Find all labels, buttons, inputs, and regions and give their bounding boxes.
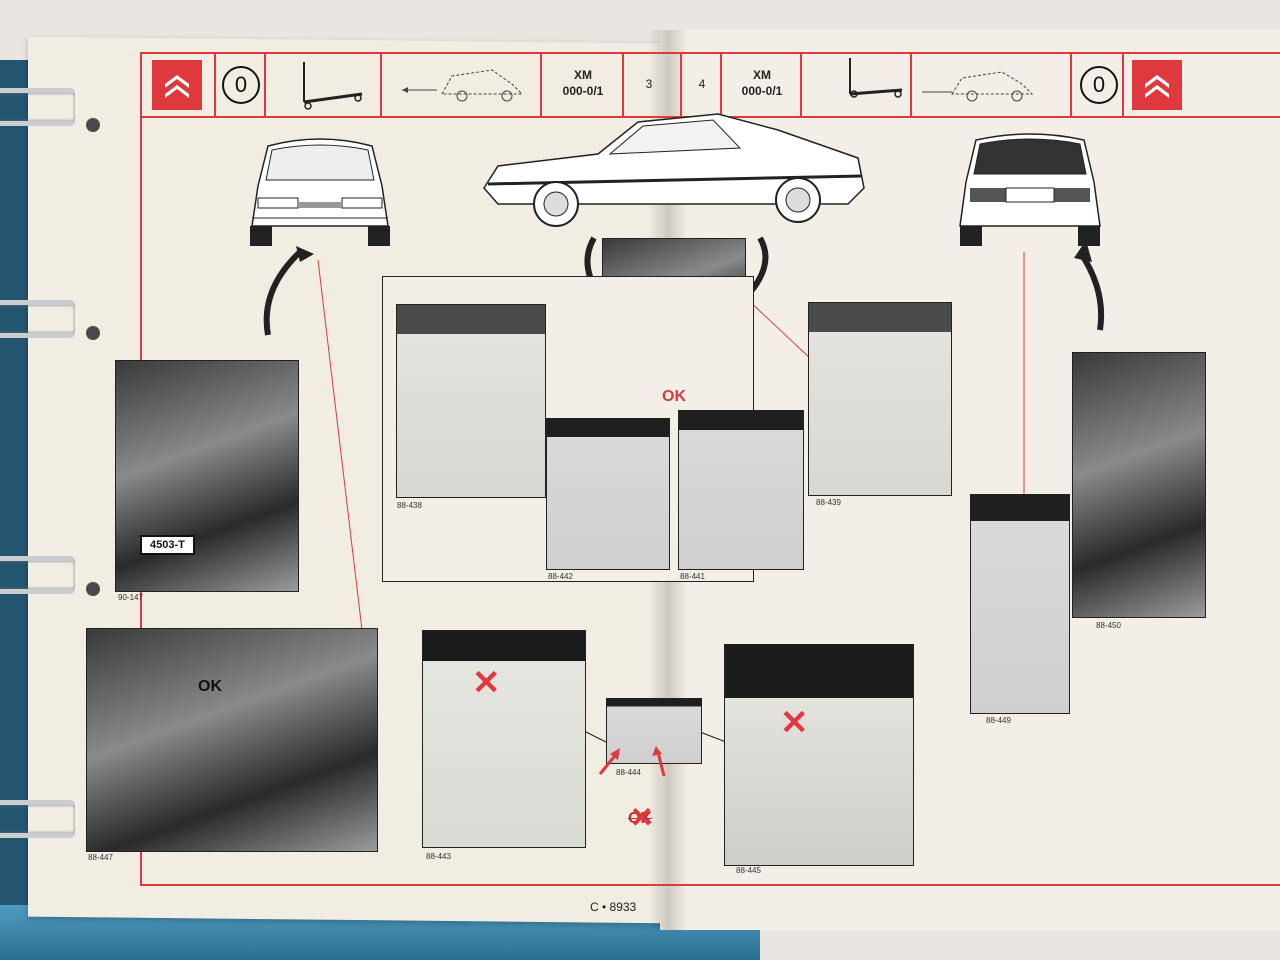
caption-88-441: 88-441 bbox=[680, 572, 705, 581]
car-rear-view-illustration bbox=[959, 133, 1101, 246]
citroen-logo-left-icon bbox=[152, 60, 202, 110]
punch-hole-2 bbox=[86, 326, 100, 340]
binder-ring-1 bbox=[0, 88, 75, 126]
header-page-right-cell: 4 bbox=[680, 54, 722, 116]
header-circle-right: 0 bbox=[1080, 66, 1118, 104]
footer-reference: C • 8933 bbox=[590, 900, 637, 914]
binder-ring-3 bbox=[0, 556, 75, 594]
binder-ring-2 bbox=[0, 300, 75, 338]
cross-mark-88-443: ✕ bbox=[472, 664, 501, 702]
photo-88-450 bbox=[1072, 352, 1206, 618]
cross-mark-ok-bottom: ✕ bbox=[630, 802, 654, 833]
caption-88-438: 88-438 bbox=[397, 501, 422, 510]
photo-88-441 bbox=[678, 410, 804, 570]
caption-88-442: 88-442 bbox=[548, 572, 573, 581]
header-logo-right-cell bbox=[1122, 54, 1190, 116]
header-model-left-cell: XM 000-0/1 bbox=[540, 54, 624, 116]
ok-label-left: OK bbox=[198, 678, 222, 695]
header-model-right-cell: XM 000-0/1 bbox=[720, 54, 802, 116]
photo-88-438 bbox=[396, 304, 546, 498]
photo-88-443 bbox=[422, 630, 586, 848]
red-arrow-icons bbox=[598, 746, 666, 777]
jack-stand-left-icon bbox=[264, 54, 382, 116]
caption-88-443: 88-443 bbox=[426, 852, 451, 861]
car-tow-right-icon bbox=[910, 54, 1072, 116]
page-number-right: 4 bbox=[698, 77, 706, 91]
caption-90-147: 90-147 bbox=[118, 593, 143, 602]
model-left: XM bbox=[574, 68, 592, 82]
ok-label-bottom-crossed: OK bbox=[628, 810, 652, 827]
photo-88-449 bbox=[970, 494, 1070, 714]
caption-88-450: 88-450 bbox=[1096, 621, 1121, 630]
header-page-left-cell: 3 bbox=[622, 54, 674, 116]
page-number-left: 3 bbox=[645, 77, 653, 91]
car-tow-left-icon bbox=[380, 54, 542, 116]
tool-tag-4503-t: 4503-T bbox=[140, 535, 195, 555]
punch-hole-1 bbox=[86, 118, 100, 132]
photo-88-439 bbox=[808, 302, 952, 496]
car-side-view-illustration bbox=[483, 113, 865, 227]
caption-88-445: 88-445 bbox=[736, 866, 761, 875]
punch-hole-3 bbox=[86, 582, 100, 596]
caption-88-449: 88-449 bbox=[986, 716, 1011, 725]
photo-88-442 bbox=[546, 418, 670, 570]
binder-ring-4 bbox=[0, 800, 75, 838]
code-left: 000-0/1 bbox=[562, 84, 604, 98]
photo-88-445 bbox=[724, 644, 914, 866]
citroen-logo-right-icon bbox=[1132, 60, 1182, 110]
code-right: 000-0/1 bbox=[741, 84, 783, 98]
cross-mark-88-445: ✕ bbox=[780, 704, 809, 742]
header-logo-left-cell bbox=[140, 54, 216, 116]
car-front-view-illustration bbox=[250, 138, 390, 246]
header-circle-right-cell: 0 bbox=[1070, 54, 1124, 116]
caption-88-447: 88-447 bbox=[88, 853, 113, 862]
photo-88-447 bbox=[86, 628, 378, 852]
model-right: XM bbox=[753, 68, 771, 82]
header-circle-left-cell: 0 bbox=[214, 54, 266, 116]
caption-88-439: 88-439 bbox=[816, 498, 841, 507]
ok-label-top: OK bbox=[662, 388, 686, 405]
caption-88-444-bottom: 88-444 bbox=[616, 768, 641, 777]
header-circle-left: 0 bbox=[222, 66, 260, 104]
jack-stand-right-icon bbox=[800, 54, 912, 116]
photo-90-147 bbox=[115, 360, 299, 592]
